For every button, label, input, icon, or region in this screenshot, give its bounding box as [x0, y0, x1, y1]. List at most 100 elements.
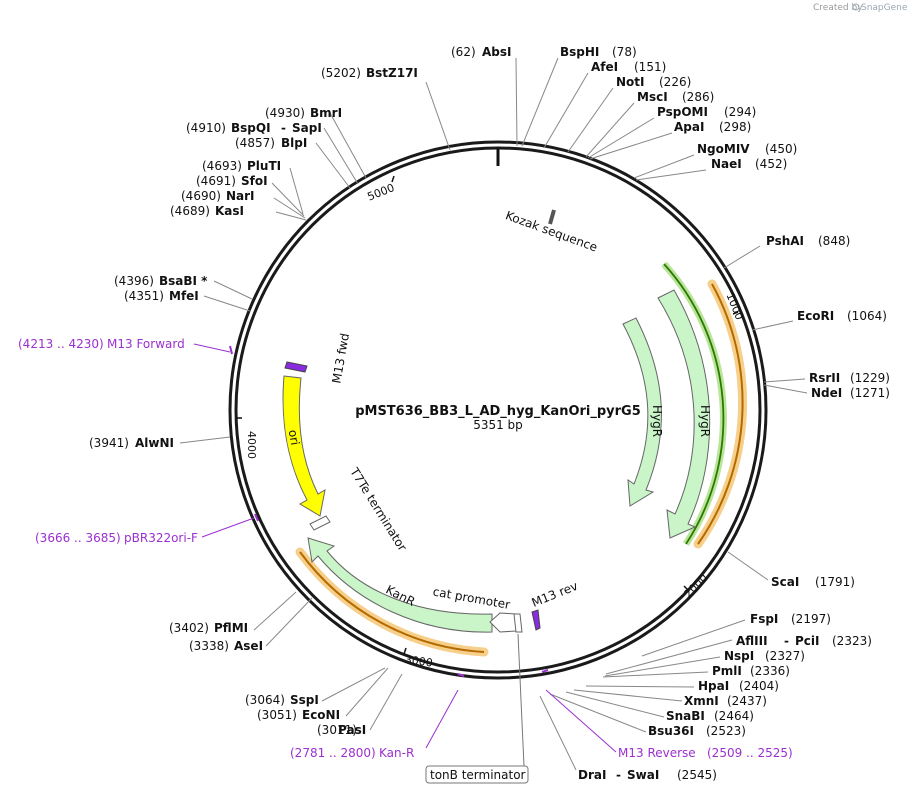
tick-4000: 4000 [245, 431, 258, 459]
bsabi-name: BsaBI * [159, 274, 208, 288]
aflIII-pos: (2323) [832, 634, 872, 648]
apai-name: ApaI [674, 120, 704, 134]
drai-pos: (2545) [677, 768, 717, 782]
apai-pos: (298) [719, 120, 751, 134]
features: Kozak sequence HygR HygR KanR cat promot… [282, 208, 747, 784]
m13-forward-name: M13 Forward [107, 337, 185, 351]
pmli-name: PmlI [712, 664, 742, 678]
m13-rev-label: M13 rev [530, 579, 580, 610]
m13-fwd-label: M13 fwd [329, 332, 352, 385]
noti-name: NotI [616, 75, 645, 89]
snapgene-logo-icon [852, 3, 860, 11]
nari-pos: (4690) [181, 189, 221, 203]
noti-pos: (226) [659, 75, 691, 89]
m13-forward-range: (4213 .. 4230) [18, 337, 104, 351]
sfoi-pos: (4691) [196, 174, 236, 188]
t7te-label: T7Te terminator [347, 464, 410, 553]
pshai-name: PshAI [766, 234, 804, 248]
rsrii-pos: (1229) [850, 371, 890, 385]
nspi-name: NspI [724, 649, 754, 663]
sapi-name: SapI [292, 121, 322, 135]
blpi-name: BlpI [281, 136, 307, 150]
bmri-name: BmrI [310, 106, 342, 120]
ecori-name: EcoRI [797, 309, 834, 323]
pmli-pos: (2336) [750, 664, 790, 678]
drai-separator: - [616, 768, 621, 782]
pbr322ori-f-range: (3666 .. 3685) [35, 531, 121, 545]
bmri-pos: (4930) [265, 106, 305, 120]
naei-pos: (452) [755, 157, 787, 171]
pasi-pos: (3011) [317, 723, 357, 737]
hygr-outer-arrow [657, 289, 711, 539]
pspomi-pos: (294) [724, 105, 756, 119]
ndei-name: NdeI [811, 386, 842, 400]
tonb-mark [513, 613, 523, 633]
sspi-name: SspI [290, 693, 319, 707]
hygr-inner-label: HygR [650, 405, 664, 437]
tonb-terminator-box [425, 765, 529, 784]
mfei-pos: (4351) [124, 289, 164, 303]
primer-leaders [193, 343, 617, 753]
tick-2000: 2000 [682, 572, 711, 601]
sfoi-name: SfoI [241, 174, 268, 188]
sspi-pos: (3064) [245, 693, 285, 707]
nspi-pos: (2327) [765, 649, 805, 663]
m13-rev-arrow [531, 609, 541, 631]
ndei-pos: (1271) [850, 386, 890, 400]
m13-reverse-range: (2509 .. 2525) [707, 746, 793, 760]
afei-name: AfeI [591, 60, 618, 74]
bspqi-separator: - [281, 121, 286, 135]
tonb-terminator-label: tonB terminator [430, 768, 526, 782]
pspomi-name: PspOMI [657, 105, 708, 119]
scai-name: ScaI [771, 575, 799, 589]
drai-name: DraI [578, 768, 606, 782]
hpai-name: HpaI [698, 679, 729, 693]
kanr-arrow [307, 537, 493, 633]
econi-pos: (3051) [257, 708, 297, 722]
ori-arrow [282, 375, 326, 517]
afei-pos: (151) [634, 60, 666, 74]
fspi-pos: (2197) [791, 612, 831, 626]
xmni-pos: (2437) [727, 694, 767, 708]
bstz17i-name: BstZ17I [366, 66, 418, 80]
absi-name: AbsI [482, 45, 511, 59]
t7te-arrow [309, 515, 331, 531]
swai-name: SwaI [627, 768, 659, 782]
msci-name: MscI [637, 90, 668, 104]
ecori-pos: (1064) [847, 309, 887, 323]
hygr-outer-label: HygR [698, 405, 712, 437]
watermark-created-by: Created by [813, 3, 863, 13]
aflIII-name: AflIII [736, 634, 768, 648]
pshai-pos: (848) [818, 234, 850, 248]
pflmi-name: PflMI [214, 621, 248, 635]
enzyme-labels: (62) AbsI BspHI (78) AfeI (151) NotI (22… [89, 45, 890, 782]
m13-reverse-name: M13 Reverse [618, 746, 696, 760]
pcii-name: PciI [795, 634, 820, 648]
blpi-pos: (4857) [235, 136, 275, 150]
m13-fwd-arrow [284, 361, 308, 373]
snabi-name: SnaBI [666, 709, 705, 723]
kasi-name: KasI [215, 204, 244, 218]
bspqi-name: BspQI [231, 121, 271, 135]
asei-name: AseI [234, 639, 263, 653]
kasi-pos: (4689) [170, 204, 210, 218]
econi-name: EcoNI [302, 708, 340, 722]
bsu36i-name: Bsu36I [648, 724, 694, 738]
msci-pos: (286) [682, 90, 714, 104]
scai-pos: (1791) [815, 575, 855, 589]
tick-3000: 3000 [404, 653, 434, 670]
pflmi-pos: (3402) [169, 621, 209, 635]
bsphi-name: BspHI [560, 45, 599, 59]
absi-pos: (62) [451, 45, 476, 59]
ori-label: ori [286, 429, 302, 447]
pluti-name: PluTI [247, 159, 281, 173]
snabi-pos: (2464) [714, 709, 754, 723]
ngomiv-pos: (450) [765, 142, 797, 156]
enzyme-leaders [179, 57, 808, 771]
kan-r-range: (2781 .. 2800) [290, 746, 376, 760]
tonb-leader [517, 633, 525, 767]
backbone [228, 140, 768, 680]
hygr-inner-arrow [622, 317, 662, 507]
naei-name: NaeI [711, 157, 742, 171]
